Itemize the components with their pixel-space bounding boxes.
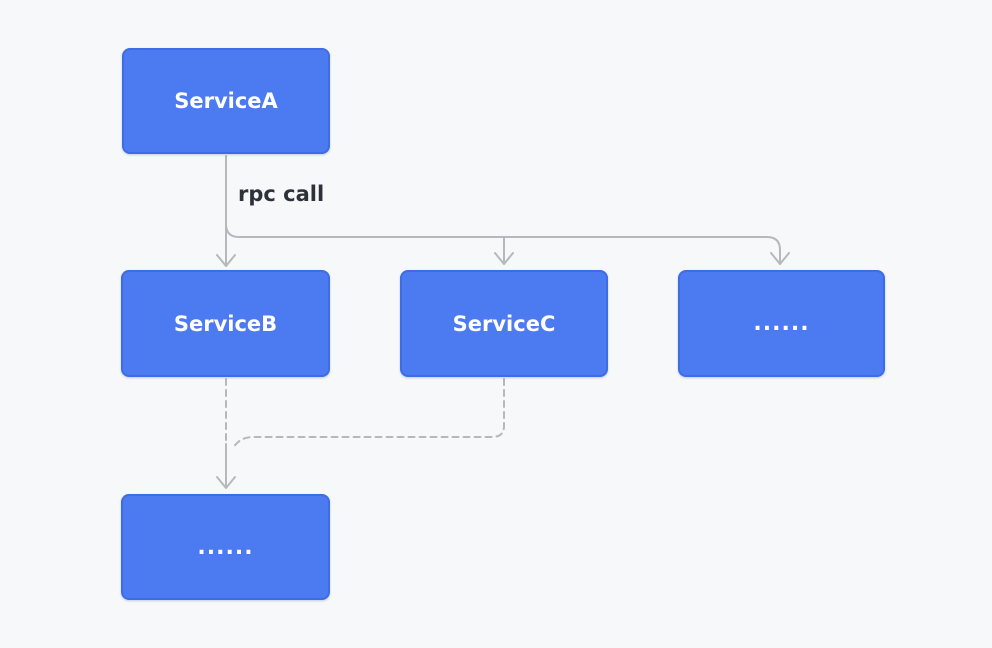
node-downstream-more-label: ...... bbox=[197, 534, 254, 560]
node-service-a: ServiceA bbox=[122, 48, 330, 154]
edge-label-rpc-call: rpc call bbox=[238, 182, 325, 206]
edge-c-merge-dashed bbox=[232, 378, 505, 449]
node-service-c: ServiceC bbox=[400, 270, 608, 377]
arrowhead-more-services bbox=[770, 252, 790, 265]
node-downstream-more: ...... bbox=[121, 494, 330, 600]
arrowhead-downstream bbox=[216, 476, 236, 489]
node-more-services: ...... bbox=[678, 270, 885, 377]
node-service-c-label: ServiceC bbox=[452, 311, 556, 336]
node-service-a-label: ServiceA bbox=[174, 89, 278, 113]
edge-a-fanout-bus bbox=[225, 223, 781, 265]
node-service-b: ServiceB bbox=[121, 270, 330, 377]
arrowhead-b bbox=[216, 254, 236, 267]
node-service-b-label: ServiceB bbox=[173, 311, 278, 336]
node-more-services-label: ...... bbox=[753, 311, 810, 336]
arrowhead-c bbox=[494, 252, 514, 265]
